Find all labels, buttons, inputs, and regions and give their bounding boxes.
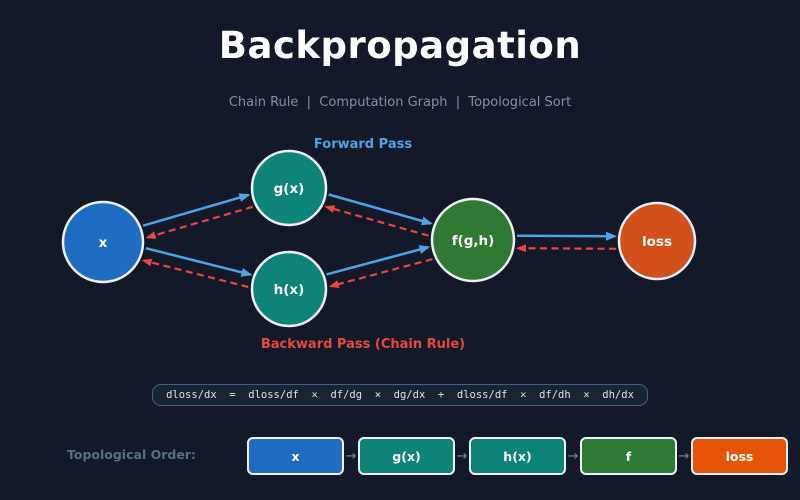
edge-forward-g-f bbox=[328, 193, 433, 226]
topo-box-f: f bbox=[580, 437, 677, 475]
edge-forward-h-f bbox=[326, 245, 431, 276]
backward-pass-label: Backward Pass (Chain Rule) bbox=[260, 337, 466, 352]
node-loss bbox=[617, 201, 697, 281]
page-title: Backpropagation bbox=[218, 24, 582, 67]
node-f bbox=[430, 197, 516, 283]
chain-rule-formula: dloss/dx = dloss/df × df/dg × dg/dx + dl… bbox=[152, 384, 648, 406]
forward-pass-label: Forward Pass bbox=[313, 137, 413, 152]
topo-arrow-icon: → bbox=[345, 448, 357, 464]
node-label-f: f(g,h) bbox=[452, 233, 495, 249]
topo-box-x: x bbox=[247, 437, 344, 475]
node-label-h: h(x) bbox=[274, 282, 305, 298]
topo-arrow-icon: → bbox=[567, 448, 579, 464]
edges-layer bbox=[141, 193, 617, 289]
topo-box-hx: h(x) bbox=[469, 437, 566, 475]
topo-box-loss: loss bbox=[691, 437, 788, 475]
node-g bbox=[250, 149, 328, 227]
topological-order-row: x→g(x)→h(x)→f→loss bbox=[247, 437, 788, 475]
page-subtitle: Chain Rule | Computation Graph | Topolog… bbox=[228, 95, 572, 110]
nodes-layer: x g(x) h(x) f(g,h) loss bbox=[61, 149, 697, 328]
edge-backward-f-g bbox=[324, 205, 429, 237]
topo-arrow-icon: → bbox=[456, 448, 468, 464]
node-label-x: x bbox=[99, 235, 108, 251]
node-label-g: g(x) bbox=[274, 181, 305, 197]
edge-forward-x-h bbox=[145, 246, 253, 277]
edge-forward-x-g bbox=[142, 193, 251, 227]
edge-backward-loss-f bbox=[516, 244, 617, 253]
edge-backward-g-x bbox=[145, 205, 254, 240]
topo-arrow-icon: → bbox=[678, 448, 690, 464]
node-x bbox=[61, 200, 145, 284]
chain-rule-formula-wrap: dloss/dx = dloss/df × df/dg × dg/dx + dl… bbox=[0, 383, 800, 406]
edge-backward-h-x bbox=[141, 258, 249, 289]
node-label-loss: loss bbox=[642, 234, 672, 250]
topological-order-label: Topological Order: bbox=[67, 447, 196, 462]
edge-backward-f-h bbox=[328, 258, 433, 289]
topo-box-gx: g(x) bbox=[358, 437, 455, 475]
edge-forward-f-loss bbox=[516, 231, 617, 241]
node-h bbox=[250, 250, 328, 328]
